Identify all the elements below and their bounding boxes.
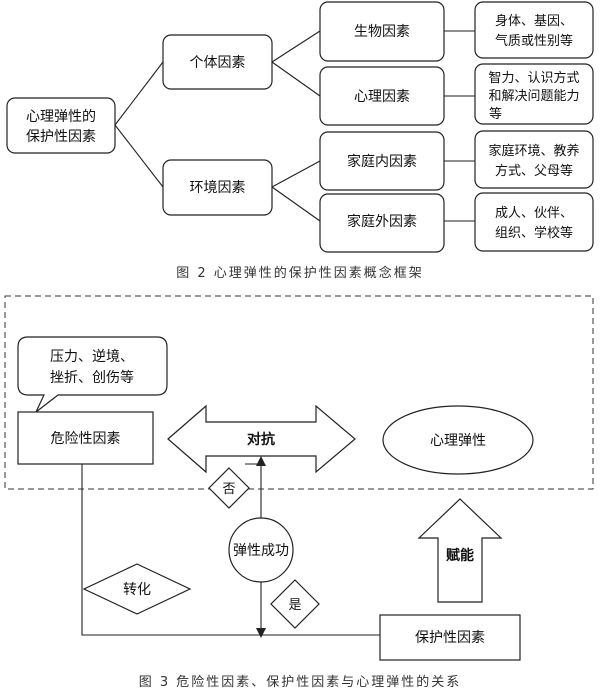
figure-2: 心理弹性的 保护性因素 个体因素 环境因素 生物因素 心理因素 家庭内因素 家庭… [6, 1, 594, 281]
risk-factor-box: 危险性因素 [17, 411, 154, 465]
environment-label: 环境因素 [190, 180, 246, 196]
leaf-psychological-line-1: 智力、认识方式 [488, 70, 579, 86]
leaf-biological: 身体、基因、 气质或性别等 [474, 1, 594, 59]
leaf-psychological-line-2: 和解决问题能力 [488, 89, 579, 104]
leaf-biological-line-2: 气质或性别等 [495, 33, 573, 49]
callout-line-2: 挫折、创伤等 [50, 369, 134, 386]
leaf-biological-line-1: 身体、基因、 [495, 13, 573, 29]
empower-up-arrow: 赋能 [417, 498, 503, 603]
callout-line-1: 压力、逆境、 [50, 349, 134, 365]
yes-diamond: 是 [270, 579, 320, 629]
leaf-family-outer-line-1: 成人、伙伴、 [495, 206, 573, 221]
leaf-family-inner-line-2: 方式、父母等 [495, 163, 573, 179]
risk-factor-label: 危险性因素 [51, 431, 121, 447]
leaf-family-inner-line-1: 家庭环境、教养 [488, 143, 579, 159]
dashed-frame [4, 295, 594, 490]
root-line-2: 保护性因素 [26, 129, 96, 145]
figure-3-caption: 图 3 危险性因素、保护性因素与心理弹性的关系 [139, 674, 462, 690]
success-label: 弹性成功 [233, 543, 289, 559]
psychological-label: 心理因素 [354, 89, 410, 105]
yes-label: 是 [288, 598, 301, 613]
confront-label: 对抗 [247, 431, 275, 448]
success-circle: 弹性成功 [228, 517, 294, 583]
root-box: 心理弹性的 保护性因素 [6, 97, 116, 154]
family-outer-label: 家庭外因素 [347, 213, 417, 230]
individual-label: 个体因素 [190, 55, 246, 71]
resilience-label: 心理弹性 [430, 433, 486, 449]
leaf-family-outer: 成人、伙伴、 组织、学校等 [474, 192, 594, 252]
figure-3: 压力、逆境、 挫折、创伤等 危险性因素 对抗 心理弹性 否 弹性成功 [4, 295, 594, 690]
tree-connectors [114, 30, 475, 222]
biological-box: 生物因素 [319, 1, 445, 62]
family-outer-box: 家庭外因素 [319, 193, 445, 253]
transform-label: 转化 [123, 582, 151, 598]
stressor-callout: 压力、逆境、 挫折、创伤等 [17, 336, 168, 413]
family-inner-label: 家庭内因素 [347, 153, 417, 170]
environment-box: 环境因素 [162, 159, 273, 216]
no-label: 否 [222, 482, 235, 497]
protective-factor-label: 保护性因素 [415, 630, 485, 646]
transform-diamond: 转化 [82, 563, 192, 615]
relationship-connectors [81, 456, 380, 638]
leaf-psychological-line-3: 等 [489, 106, 502, 122]
leaf-family-outer-line-2: 组织、学校等 [495, 225, 573, 241]
leaf-psychological: 智力、认识方式 和解决问题能力 等 [474, 63, 594, 125]
leaf-family-inner: 家庭环境、教养 方式、父母等 [474, 130, 594, 189]
confront-double-arrow: 对抗 [167, 404, 356, 474]
psychological-box: 心理因素 [319, 66, 445, 126]
figure-2-caption: 图 2 心理弹性的保护性因素概念框架 [176, 265, 424, 281]
protective-factor-box: 保护性因素 [379, 614, 521, 661]
biological-label: 生物因素 [354, 24, 410, 40]
no-diamond: 否 [208, 467, 250, 509]
root-line-1: 心理弹性的 [26, 109, 96, 125]
resilience-ellipse: 心理弹性 [382, 405, 534, 475]
individual-box: 个体因素 [162, 34, 273, 90]
empower-label: 赋能 [446, 547, 474, 564]
family-inner-box: 家庭内因素 [319, 131, 445, 191]
